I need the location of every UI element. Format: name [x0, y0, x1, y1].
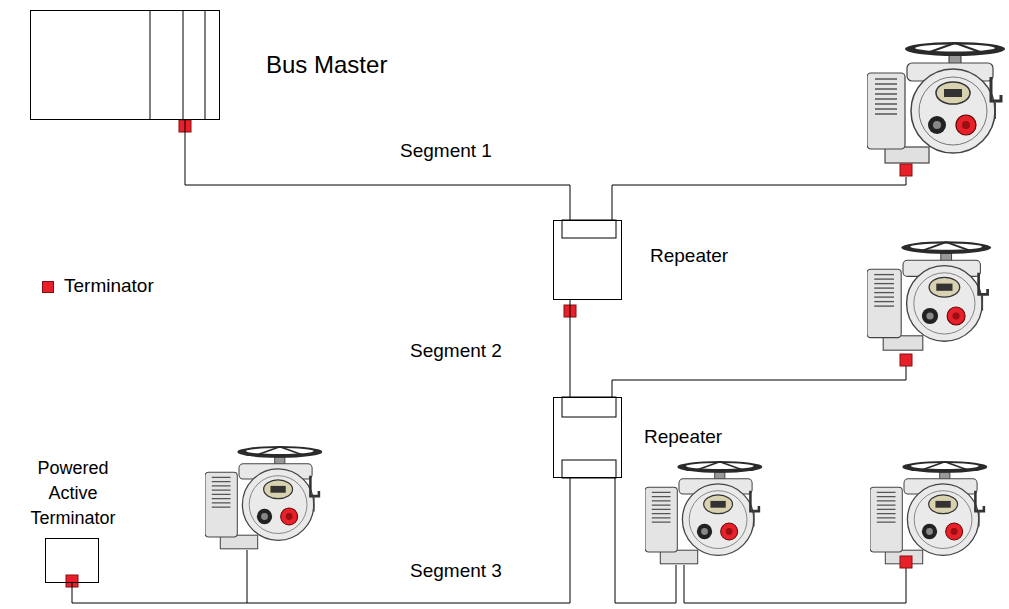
- active-terminator-box: Powered Active Terminator: [45, 538, 99, 583]
- segment-label: Segment 2: [410, 340, 502, 362]
- bus-segment: [72, 478, 570, 603]
- drop-wire: [247, 177, 906, 603]
- node-label: Repeater: [650, 245, 728, 267]
- node-label: Powered Active Terminator: [18, 456, 128, 531]
- actuator: [645, 461, 762, 564]
- repeater-ports: [562, 220, 616, 478]
- repeater-box: Repeater: [553, 397, 622, 478]
- repeater-box: Repeater: [553, 220, 622, 300]
- segment-label: Segment 3: [410, 560, 502, 582]
- terminator-square: [66, 120, 912, 587]
- bus-master-box: Bus Master: [30, 10, 220, 120]
- actuator: [870, 461, 987, 564]
- bus-segment: [185, 120, 570, 220]
- actuator: [205, 446, 322, 549]
- bus-segment: [570, 300, 571, 397]
- node-label: Bus Master: [266, 51, 387, 79]
- node-label: Repeater: [644, 426, 722, 448]
- segment-label: Segment 1: [400, 140, 492, 162]
- actuator: [867, 241, 991, 350]
- legend-swatch: [42, 281, 54, 293]
- actuator: [867, 42, 1005, 163]
- legend-label: Terminator: [64, 275, 154, 297]
- bus-master-panels: [150, 10, 205, 120]
